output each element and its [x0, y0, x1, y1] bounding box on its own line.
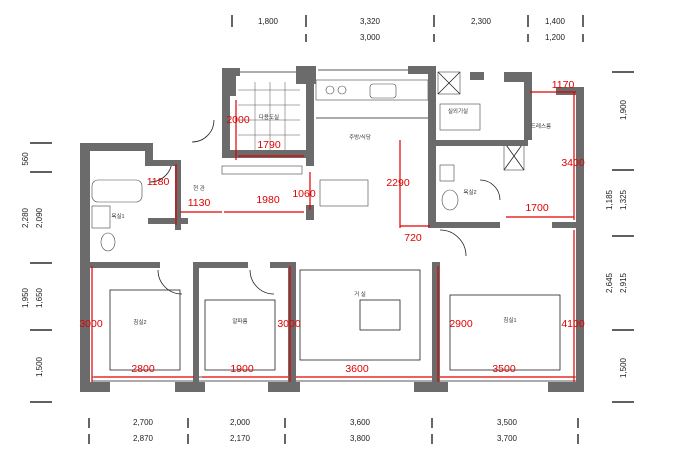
red-dim-3600: 3600 — [345, 363, 369, 375]
left-dimensions: 560 2,280 2,090 1,950 1,650 1,500 — [21, 152, 44, 377]
left-dim-3: 2,090 — [35, 207, 44, 228]
room-dress: 드레스룸 — [531, 122, 551, 130]
room-bath1: 욕실1 — [111, 212, 124, 220]
right-dimensions: 1,900 1,185 1,325 2,645 2,915 1,500 — [605, 99, 628, 378]
red-dim-3000-left: 3000 — [79, 318, 103, 330]
right-dim-2: 1,185 — [605, 189, 614, 210]
door-swing-3 — [157, 269, 183, 295]
top-dim-6: 1,200 — [545, 33, 566, 42]
right-dim-5: 2,915 — [619, 272, 628, 293]
door-swing-4 — [249, 269, 275, 295]
room-alpha: 알파룸 — [232, 317, 247, 325]
red-dim-720: 720 — [404, 232, 422, 244]
bottom-dim-7: 3,800 — [350, 434, 371, 443]
door-swing-5 — [439, 229, 467, 257]
stove-burner-1 — [325, 85, 335, 95]
bottom-dim-5: 2,870 — [133, 434, 154, 443]
room-bed1: 침실1 — [503, 316, 516, 324]
right-dim-3: 1,325 — [619, 189, 628, 210]
bed1-furniture — [449, 294, 561, 371]
door-swing-6 — [479, 179, 501, 201]
laundry-washer — [439, 103, 481, 131]
left-dim-2: 2,280 — [21, 207, 30, 228]
red-dim-1130: 1130 — [188, 197, 211, 209]
door-swing-1 — [191, 119, 215, 143]
right-dim-6: 1,500 — [619, 357, 628, 378]
living-table — [359, 299, 401, 331]
bottom-dim-2: 2,000 — [230, 418, 251, 427]
bottom-dim-8: 3,700 — [497, 434, 518, 443]
bath1-sink — [91, 205, 111, 229]
toilet-2 — [441, 189, 459, 211]
red-dimension-labels: 2000 1790 1170 3400 1180 1130 1980 1060 … — [79, 79, 585, 375]
shoe-cabinet — [221, 165, 303, 175]
alpha-furniture — [204, 299, 276, 371]
red-dim-3000-center: 3000 — [277, 318, 301, 330]
top-dim-4: 1,400 — [545, 17, 566, 26]
room-living: 거 실 — [354, 290, 366, 298]
left-dim-4: 1,950 — [21, 287, 30, 308]
room-entrance: 현 관 — [193, 184, 205, 192]
room-kitchen: 주방/식당 — [349, 133, 371, 141]
red-dim-1980: 1980 — [256, 194, 280, 206]
bottom-dimension-ticks — [88, 418, 579, 444]
top-dim-3: 2,300 — [471, 17, 492, 26]
left-dimension-ticks — [30, 142, 52, 403]
red-dim-1180: 1180 — [147, 176, 170, 188]
red-dim-2290: 2290 — [386, 177, 410, 189]
dining-table — [319, 179, 369, 207]
room-bath2: 욕실2 — [463, 188, 476, 196]
toilet-1 — [100, 232, 116, 252]
red-dim-3500: 3500 — [492, 363, 516, 375]
room-labels: 다용도실 주방/식당 실외기실 드레스룸 현 관 욕실1 욕실2 거 실 침실2… — [111, 107, 551, 326]
red-dim-1900: 1900 — [230, 363, 254, 375]
interior-lines — [91, 69, 578, 382]
utility-tile-grid — [238, 82, 300, 150]
red-dim-1700: 1700 — [525, 202, 549, 214]
right-dimension-ticks — [612, 71, 634, 403]
bottom-dimensions: 2,700 2,000 3,600 3,500 2,870 2,170 3,80… — [133, 418, 518, 443]
red-dim-2900: 2900 — [449, 318, 473, 330]
bed2-furniture — [109, 289, 181, 371]
right-dim-4: 2,645 — [605, 272, 614, 293]
bathtub — [91, 179, 143, 203]
red-dim-1060: 1060 — [292, 188, 316, 200]
bottom-dim-1: 2,700 — [133, 418, 154, 427]
bottom-dim-3: 3,600 — [350, 418, 371, 427]
red-dim-2800: 2800 — [131, 363, 155, 375]
bottom-dim-6: 2,170 — [230, 434, 251, 443]
left-dim-6: 1,500 — [35, 356, 44, 377]
bottom-dim-4: 3,500 — [497, 418, 518, 427]
right-dim-1: 1,900 — [619, 99, 628, 120]
red-dimension-lines — [91, 91, 576, 382]
walls — [80, 66, 584, 392]
red-dim-4100: 4100 — [561, 318, 585, 330]
red-dim-1790: 1790 — [257, 139, 281, 151]
red-dim-3400: 3400 — [561, 157, 585, 169]
kitchen-sink — [369, 83, 397, 99]
left-dim-5: 1,650 — [35, 287, 44, 308]
bath2-sink — [439, 164, 455, 182]
red-dim-1170: 1170 — [552, 79, 575, 91]
stove-burner-2 — [337, 85, 347, 95]
top-dim-2: 3,320 — [360, 17, 381, 26]
top-dim-1: 1,800 — [258, 17, 279, 26]
room-bed2: 침실2 — [133, 318, 146, 326]
top-dimension-ticks — [231, 15, 584, 42]
top-dim-5: 3,000 — [360, 33, 381, 42]
red-dim-2000: 2000 — [226, 114, 250, 126]
left-dim-1: 560 — [21, 152, 30, 166]
top-dimensions: 1,800 3,320 2,300 1,400 3,000 1,200 — [258, 17, 566, 42]
room-laundry: 실외기실 — [448, 107, 468, 115]
room-utility: 다용도실 — [259, 113, 279, 121]
living-rug — [299, 269, 421, 361]
